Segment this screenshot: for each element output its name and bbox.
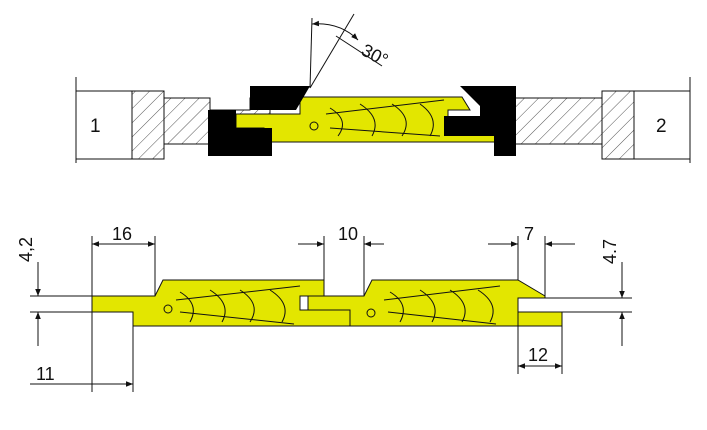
dim-label-4-7: 4.7 <box>600 239 620 264</box>
board-profile-right <box>307 279 563 327</box>
pin-hole-top <box>309 121 319 131</box>
dimension-lines <box>30 236 632 392</box>
right-cutter <box>444 86 516 156</box>
pin-hole-right <box>366 308 376 318</box>
top-view: 30° 1 2 <box>75 13 691 163</box>
bottom-view: 4,2 16 10 7 4.7 11 12 <box>16 224 632 392</box>
angle-label: 30° <box>358 40 391 70</box>
wood-grain-left <box>175 285 301 325</box>
wood-grain-right <box>383 285 501 325</box>
left-part-label: 1 <box>90 116 101 137</box>
dim-label-16: 16 <box>112 224 132 244</box>
dim-label-11: 11 <box>36 364 55 384</box>
angle-annotation <box>309 13 383 89</box>
dim-label-7: 7 <box>524 224 534 244</box>
board-profile-left <box>91 279 351 327</box>
dim-label-12: 12 <box>528 345 548 365</box>
dim-label-10: 10 <box>338 224 358 244</box>
dim-label-4-2: 4,2 <box>16 237 36 262</box>
pin-hole-left <box>163 304 173 314</box>
right-spindle-part <box>511 77 691 163</box>
right-part-label: 2 <box>656 116 667 137</box>
wood-grain-top <box>325 99 445 137</box>
left-cutter <box>208 86 310 156</box>
